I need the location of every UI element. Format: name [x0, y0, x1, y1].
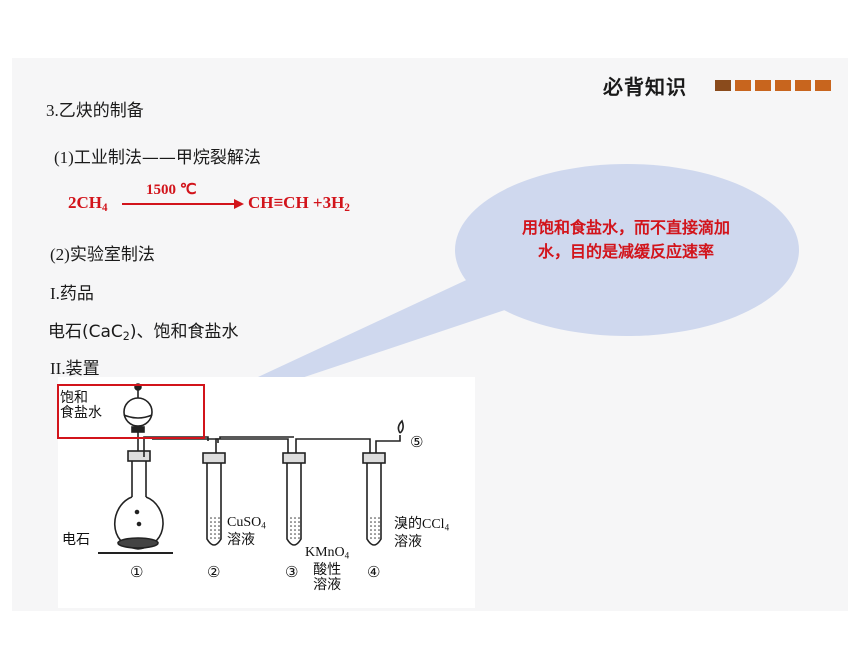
test-tube-3	[286, 463, 302, 546]
reagents-part-a: 电石(CaC	[48, 322, 123, 342]
industrial-text: 工业制法——甲烷裂解法	[73, 148, 261, 168]
flask-stopper	[127, 450, 151, 462]
tube-3-stopper	[282, 452, 306, 464]
lab-prefix: (2)	[50, 245, 70, 264]
product-formula: CH≡CH +3H	[248, 193, 345, 212]
header-square	[755, 80, 771, 91]
label-br-ccl4-line2: 溶液	[394, 535, 422, 551]
label-br-ccl4-sub: 4	[444, 522, 450, 533]
reagents-part-b: )、饱和食盐水	[129, 322, 239, 342]
equation-reactant: 2CH4	[68, 193, 108, 214]
product-subscript: 2	[344, 201, 350, 214]
label-kmno4-line2: 酸性	[313, 563, 342, 579]
reagents-list: 电石(CaC2)、饱和食盐水	[48, 317, 238, 343]
section-title: 3.乙炔的制备	[46, 96, 144, 121]
apparatus-title-line: II.装置	[50, 354, 100, 379]
equation-condition: 1500 ℃	[146, 182, 197, 198]
header-square	[775, 80, 791, 91]
label-saltwater-line2: 食盐水	[60, 406, 102, 421]
label-kmno4-sub: 4	[344, 550, 350, 561]
lab-text: 实验室制法	[69, 245, 155, 265]
number-2: ②	[207, 563, 221, 581]
reaction-arrow-icon	[122, 199, 244, 209]
label-cuso4: CuSO4 溶液	[227, 515, 266, 548]
funnel-highlight-box	[57, 384, 205, 439]
section-header-title: 必背知识	[603, 75, 687, 99]
number-3: ③	[285, 563, 299, 581]
reactant-subscript: 4	[102, 201, 108, 214]
industrial-prefix: (1)	[54, 148, 74, 167]
apparatus-prefix: II.	[50, 359, 66, 378]
callout-text: 用饱和食盐水，而不直接滴加水，目的是减缓反应速率	[521, 218, 730, 261]
label-saltwater-line1: 饱和	[60, 391, 88, 406]
reagents-subscript: 2	[122, 329, 130, 343]
label-br-ccl4-formula: 溴的CCl	[394, 517, 445, 532]
reagents-prefix: I.	[50, 284, 60, 303]
label-carbide: 电石	[62, 533, 90, 548]
number-4: ④	[367, 563, 381, 581]
number-5: ⑤	[410, 433, 424, 451]
tube-4-stopper	[362, 452, 386, 464]
reagents-title: 药品	[59, 284, 94, 304]
label-cuso4-sub: 4	[261, 520, 266, 531]
apparatus-drawing	[98, 383, 404, 554]
section-title-text: 3.乙炔的制备	[46, 101, 144, 120]
reagents-title-line: I.药品	[50, 279, 94, 304]
label-br-ccl4: 溴的CCl4 溶液	[394, 517, 449, 550]
label-kmno4-line3: 溶液	[313, 578, 342, 594]
label-cuso4-formula: CuSO	[227, 515, 262, 530]
label-kmno4-formula: KMnO	[305, 545, 345, 560]
label-saltwater: 饱和 食盐水	[60, 391, 102, 421]
label-kmno4: KMnO4 酸性 溶液	[305, 545, 349, 593]
header-square	[735, 80, 751, 91]
test-tube-2	[206, 463, 222, 546]
outlet-flame	[397, 419, 404, 434]
industrial-method-line: (1)工业制法——甲烷裂解法	[54, 143, 261, 168]
reactant-formula: 2CH	[68, 193, 102, 212]
apparatus-title: 装置	[65, 359, 100, 379]
callout-ellipse	[455, 164, 799, 336]
header-square	[795, 80, 811, 91]
label-cuso4-line2: 溶液	[227, 533, 255, 549]
apparatus-diagram: 饱和 食盐水 电石 CuSO4 溶液 KMnO4 酸性 溶液 溴的CCl4 溶液…	[58, 377, 475, 608]
equation-product: CH≡CH +3H2	[248, 193, 350, 214]
carbide-lumps	[117, 537, 159, 549]
header-square	[715, 80, 731, 91]
lab-method-line: (2)实验室制法	[50, 240, 155, 265]
header-square	[815, 80, 831, 91]
round-bottom-flask	[113, 496, 164, 550]
test-tube-4	[366, 463, 382, 546]
tube-2-stopper	[202, 452, 226, 464]
number-1: ①	[130, 563, 144, 581]
